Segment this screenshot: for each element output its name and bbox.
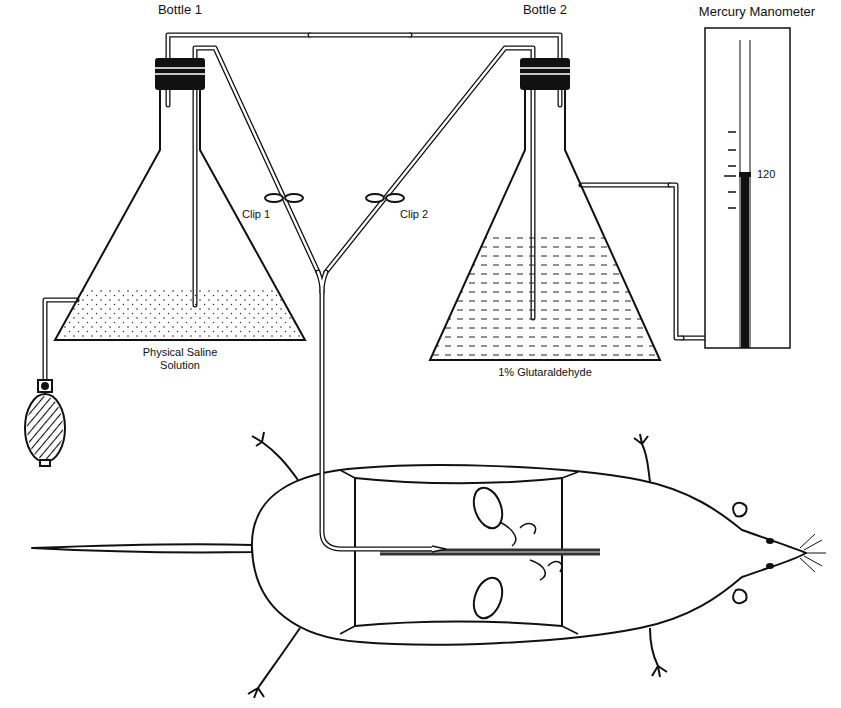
clip-label: Clip 2: [398, 208, 430, 221]
flask-bottle: Bottle 2 1% Glutaraldehyde: [410, 0, 670, 392]
flask-bottle-outline: [410, 0, 670, 392]
node-caption: 1% Glutaraldehyde: [465, 366, 625, 379]
cannula: [432, 546, 446, 552]
node-heading: Bottle 1: [158, 2, 202, 18]
pump-bulb: [25, 380, 65, 466]
clip-label: Clip 1: [240, 208, 272, 221]
node-caption: Physical Saline Solution: [130, 346, 230, 372]
flask-bottle: Bottle 1 Physical Saline Solution: [40, 0, 310, 392]
rat-figure: [32, 432, 826, 698]
tubing: [45, 35, 705, 549]
flask-bottle-outline: [40, 0, 310, 392]
node-heading: Mercury Manometer: [699, 4, 815, 20]
node-heading: Bottle 2: [523, 2, 567, 18]
scale-number: 120: [755, 168, 777, 181]
tube-connector: [670, 185, 682, 338]
tube-connector: [310, 35, 410, 36]
clip-symbol: [265, 194, 404, 202]
